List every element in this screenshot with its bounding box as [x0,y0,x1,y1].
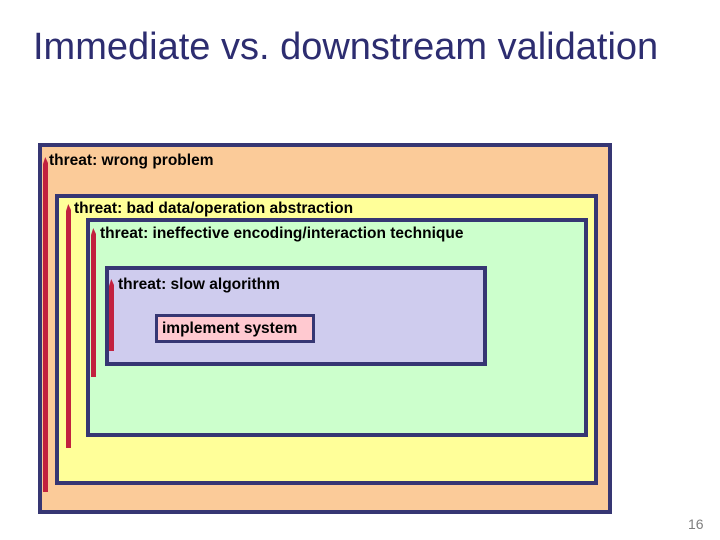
validation-span-bar-wrong-problem [43,157,48,492]
validation-span-bar-bad-abstraction [66,204,71,448]
threat-label-ineffective-encoding: threat: ineffective encoding/interaction… [100,225,464,242]
page-number: 16 [688,516,704,532]
threat-label-slow-algorithm: threat: slow algorithm [118,276,280,293]
threat-label-bad-abstraction: threat: bad data/operation abstraction [74,200,354,217]
validation-span-bar-ineffective-encoding [91,228,96,377]
implement-system-label: implement system [162,319,298,337]
validation-span-bar-slow-algorithm [109,279,114,351]
threat-label-wrong-problem: threat: wrong problem [49,152,214,169]
implement-system-box: implement system [155,314,315,343]
slide-title: Immediate vs. downstream validation [33,26,659,68]
